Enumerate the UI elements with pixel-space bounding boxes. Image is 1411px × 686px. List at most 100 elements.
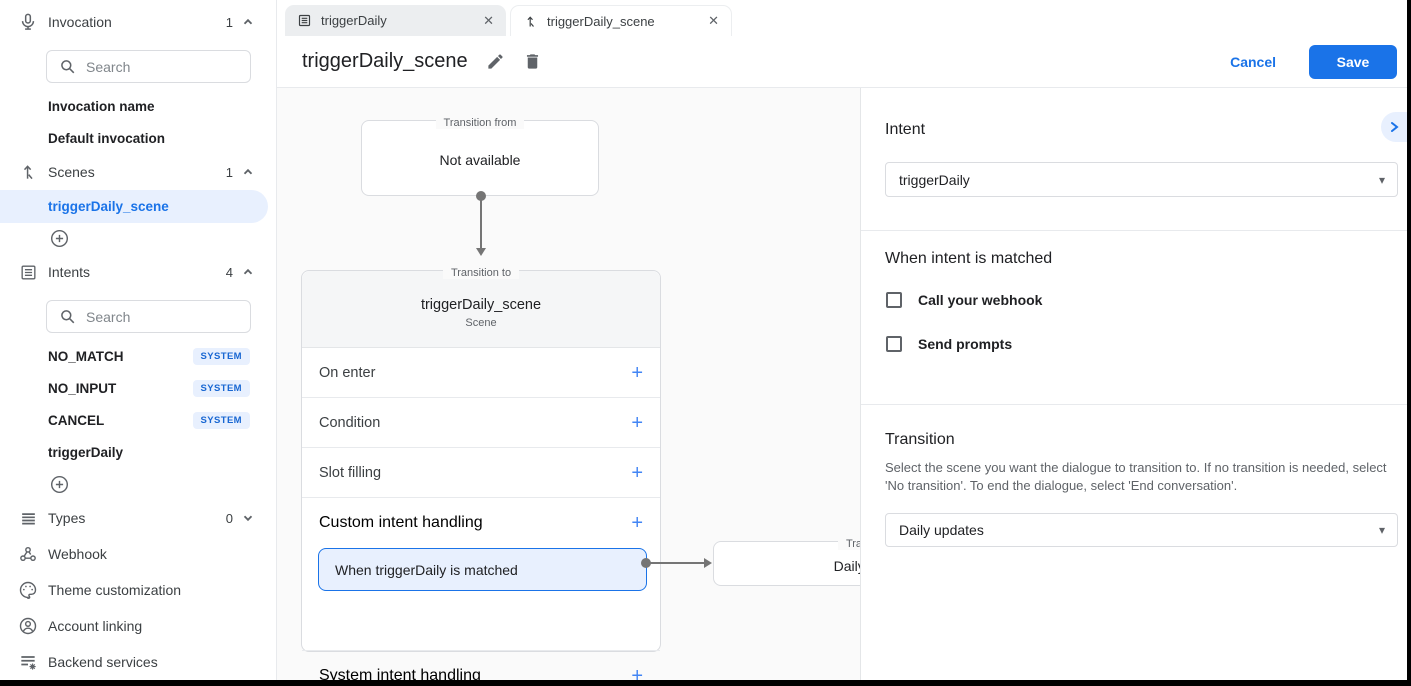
- scene-diagram-canvas[interactable]: Transition from Not available Transition…: [277, 88, 860, 680]
- row-condition[interactable]: Condition +: [302, 398, 660, 448]
- page-header: triggerDaily_scene Cancel Save: [277, 36, 1407, 88]
- sidebar-item-triggerdaily[interactable]: triggerDaily: [0, 440, 277, 464]
- scene-card-subtitle: Scene: [465, 317, 497, 329]
- chevron-up-icon[interactable]: [241, 15, 255, 29]
- section-label: Scenes: [48, 164, 95, 180]
- page-title: triggerDaily_scene: [302, 50, 468, 72]
- types-icon: [16, 509, 40, 528]
- tab-bar: triggerDaily ✕ triggerDaily_scene ✕: [277, 0, 1407, 36]
- row-on-enter[interactable]: On enter +: [302, 348, 660, 398]
- panel-divider: [861, 230, 1407, 231]
- scene-card-header: triggerDaily_scene Scene: [302, 271, 660, 348]
- sidebar-item-theme-customization[interactable]: Theme customization: [0, 576, 277, 604]
- palette-icon: [16, 580, 40, 600]
- transition-target-box[interactable]: Transition to Daily updates: [713, 538, 860, 586]
- edit-icon[interactable]: [486, 52, 505, 71]
- delete-icon[interactable]: [523, 52, 542, 71]
- panel-divider: [861, 404, 1407, 405]
- chevron-up-icon[interactable]: [241, 265, 255, 279]
- section-label: Invocation: [48, 14, 112, 30]
- intent-dropdown[interactable]: triggerDaily ▾: [885, 162, 1398, 197]
- dropdown-caret-icon: ▾: [1378, 523, 1385, 537]
- section-label: Intents: [48, 264, 91, 280]
- tab-triggerdaily[interactable]: triggerDaily ✕: [285, 5, 506, 36]
- checkbox-unchecked-icon[interactable]: [886, 336, 902, 352]
- section-count: 1: [225, 14, 233, 30]
- sidebar-link-label: Account linking: [48, 618, 143, 634]
- main-area: triggerDaily ✕ triggerDaily_scene ✕ trig…: [277, 0, 1407, 680]
- invocation-search-input[interactable]: [86, 58, 216, 75]
- intent-item-label: triggerDaily: [48, 444, 124, 460]
- close-icon[interactable]: ✕: [483, 12, 494, 28]
- scene-item-label: triggerDaily_scene: [48, 199, 169, 214]
- sidebar-section-types[interactable]: Types 0: [0, 502, 277, 534]
- collapse-panel-button[interactable]: [1381, 112, 1407, 142]
- intent-icon: [298, 14, 311, 27]
- transition-description: Select the scene you want the dialogue t…: [885, 460, 1387, 493]
- sidebar-item-webhook[interactable]: Webhook: [0, 540, 277, 568]
- system-badge: SYSTEM: [192, 411, 250, 429]
- scene-icon: [527, 15, 534, 27]
- intent-item-label: CANCEL: [48, 412, 105, 428]
- sidebar-item-backend-services[interactable]: Backend services: [0, 648, 277, 676]
- webhook-icon: [16, 544, 40, 564]
- sidebar: Invocation 1 Invocation name Default inv…: [0, 0, 277, 680]
- invocation-search[interactable]: [46, 50, 251, 83]
- sidebar-link-label: Webhook: [48, 546, 107, 562]
- intents-search[interactable]: [46, 300, 251, 333]
- transition-from-text: Not available: [439, 152, 521, 168]
- add-icon[interactable]: +: [631, 665, 643, 680]
- sidebar-link-label: Theme customization: [48, 582, 182, 598]
- sidebar-section-scenes[interactable]: Scenes 1: [0, 156, 277, 188]
- transition-to-legend: Transition to: [714, 534, 860, 552]
- intents-search-input[interactable]: [86, 308, 216, 325]
- add-icon[interactable]: +: [631, 512, 643, 534]
- sidebar-section-invocation[interactable]: Invocation 1: [0, 6, 277, 38]
- sidebar-item-triggerdaily-scene[interactable]: triggerDaily_scene: [0, 190, 268, 223]
- transition-dropdown[interactable]: Daily updates ▾: [885, 513, 1398, 547]
- chevron-down-icon[interactable]: [241, 511, 255, 525]
- save-button[interactable]: Save: [1309, 44, 1397, 79]
- intent-item-label: NO_MATCH: [48, 348, 124, 364]
- section-label: Types: [48, 510, 86, 526]
- close-icon[interactable]: ✕: [708, 13, 719, 28]
- row-custom-intent-handling[interactable]: Custom intent handling + When triggerDai…: [302, 498, 660, 651]
- sidebar-section-intents[interactable]: Intents 4: [0, 256, 277, 288]
- transition-from-box: Transition from Not available: [361, 117, 599, 196]
- row-slot-filling[interactable]: Slot filling +: [302, 448, 660, 498]
- matched-intent-node[interactable]: When triggerDaily is matched: [318, 548, 647, 591]
- send-prompts-checkbox-row[interactable]: Send prompts: [886, 336, 1012, 352]
- search-icon: [61, 310, 75, 324]
- sidebar-item-no-input[interactable]: NO_INPUT SYSTEM: [0, 376, 277, 400]
- connector-line-vertical: [480, 200, 482, 249]
- sidebar-item-account-linking[interactable]: Account linking: [0, 612, 277, 640]
- chevron-up-icon[interactable]: [241, 165, 255, 179]
- sidebar-item-cancel[interactable]: CANCEL SYSTEM: [0, 408, 277, 432]
- call-webhook-checkbox-row[interactable]: Call your webhook: [886, 292, 1042, 308]
- microphone-icon: [16, 12, 40, 32]
- properties-panel: Intent triggerDaily ▾ When intent is mat…: [860, 88, 1407, 680]
- checkbox-unchecked-icon[interactable]: [886, 292, 902, 308]
- add-icon[interactable]: +: [631, 361, 643, 384]
- sidebar-item-no-match[interactable]: NO_MATCH SYSTEM: [0, 344, 277, 368]
- add-scene-button[interactable]: [50, 229, 69, 248]
- add-icon[interactable]: +: [631, 411, 643, 434]
- system-badge: SYSTEM: [192, 347, 250, 365]
- search-icon: [61, 60, 75, 74]
- transition-from-legend: Transition from: [362, 113, 598, 131]
- tab-triggerdaily-scene[interactable]: triggerDaily_scene ✕: [510, 5, 732, 36]
- row-system-intent-handling[interactable]: System intent handling +: [302, 651, 660, 680]
- cancel-button[interactable]: Cancel: [1230, 53, 1276, 70]
- sidebar-item-invocation-name[interactable]: Invocation name: [48, 99, 155, 114]
- plus-circle-icon: [50, 229, 69, 248]
- connector-dot: [476, 191, 486, 201]
- add-icon[interactable]: +: [631, 461, 643, 484]
- add-intent-button[interactable]: [50, 475, 69, 494]
- matched-intent-label: When triggerDaily is matched: [335, 561, 518, 578]
- tab-label: triggerDaily: [321, 13, 387, 28]
- intent-icon: [16, 263, 40, 282]
- transition-heading: Transition: [885, 431, 955, 448]
- chevron-right-icon: [1391, 122, 1399, 132]
- scene-card: Transition to triggerDaily_scene Scene O…: [301, 267, 661, 680]
- sidebar-item-default-invocation[interactable]: Default invocation: [48, 131, 166, 146]
